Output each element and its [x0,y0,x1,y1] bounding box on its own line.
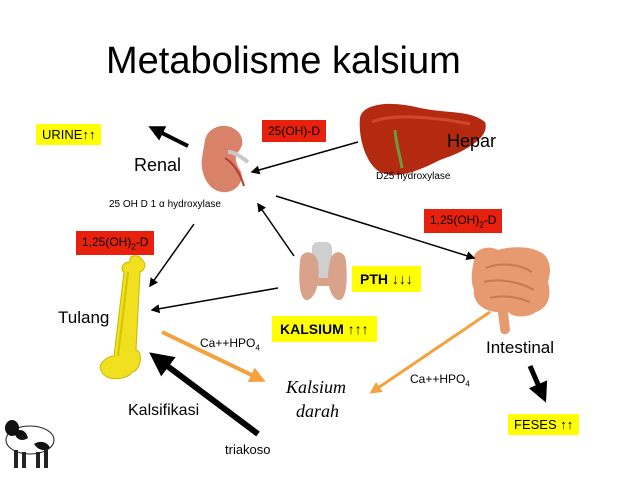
box-125oh2d-right: 1,25(OH)2-D [424,209,503,234]
hydroxylase-1a-label: 25 OH D 1 α hydroxylase [109,199,221,210]
d25-hydroxylase-label: D25 hydroxylase [376,171,451,182]
page-title: Metabolisme kalsium [106,40,461,82]
hepar-label: Hepar [447,131,497,151]
kalsium-darah-line1: Kalsium [286,377,347,397]
liver-icon [359,103,486,175]
arrow-thyroid-tulang [150,287,279,314]
kidney-icon [201,125,250,193]
arrow-hepar-renal [250,141,359,175]
feses-badge: FESES ↑↑ [508,414,580,435]
arrow-thyroid-renal [257,202,295,257]
box-125-left-b: -D [135,235,149,249]
ca-right-a: Ca++HPO [410,372,466,386]
box-25oh-d: 25(OH)-D [262,120,327,142]
bone-icon [99,255,146,380]
kalsium-badge: KALSIUM ↑↑↑ [272,316,377,342]
intestinal-label: Intestinal [486,338,555,357]
box-125-left-sub: 2 [131,242,136,252]
ca-left-sub: 4 [255,343,260,353]
triakoso-label: triakoso [225,442,271,457]
ca-hpo4-right: Ca++HPO4 [410,372,470,388]
ca-hpo4-left: Ca++HPO4 [200,336,260,352]
box-125-right-a: 1,25(OH) [430,213,480,227]
arrow-renal-intestinal [275,195,476,261]
box-125-right-b: -D [483,213,497,227]
arrow-tulang-darah [161,330,266,383]
box-125oh2d-left: 1,25(OH)2-D [76,231,155,256]
arrow-intestinal-feses [527,364,548,403]
pth-badge: PTH ↓↓↓ [352,266,421,292]
arrow-darah-tulang [149,352,260,437]
kalsium-darah-line2: darah [296,401,340,421]
box-125-left-a: 1,25(OH) [82,235,132,249]
arrow-intestinal-darah [369,310,491,394]
arrow-renal-urine [148,126,189,148]
ca-right-sub: 4 [465,379,470,389]
cow-icon [5,420,55,468]
ca-left-a: Ca++HPO [200,336,256,350]
arrow-renal-tulang [149,223,195,288]
urine-badge: URINE↑↑ [36,124,102,145]
thyroid-icon [299,242,347,301]
tulang-label: Tulang [58,308,110,327]
renal-label: Renal [134,155,182,175]
intestine-icon [471,247,550,335]
kalsifikasi-label: Kalsifikasi [128,402,200,419]
box-125-right-sub: 2 [479,220,484,230]
